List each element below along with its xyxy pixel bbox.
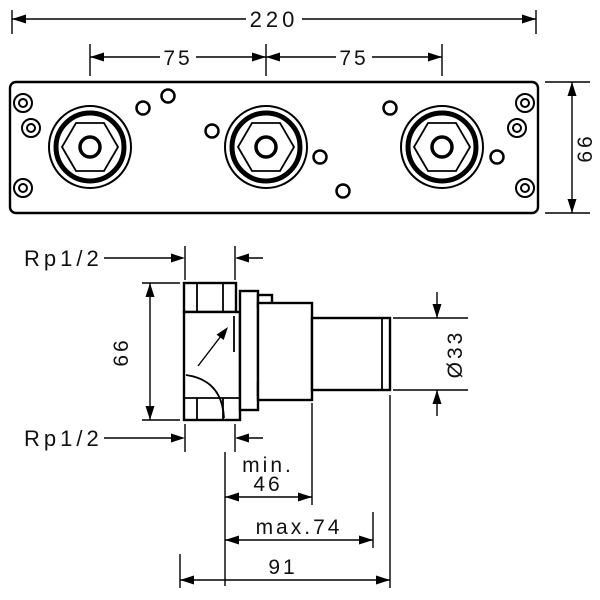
dim-depth-min: min. 46 xyxy=(224,403,313,586)
dim-pitch-right-label: 75 xyxy=(339,47,368,70)
dim-body-height-label: 66 xyxy=(110,337,133,366)
mounting-plate xyxy=(8,80,540,215)
mounting-holes-double xyxy=(13,93,535,198)
dim-total-depth: 91 xyxy=(179,395,391,588)
front-view: 220 75 75 66 xyxy=(8,7,597,215)
dim-thread-bottom-label: Rp1/2 xyxy=(24,426,103,451)
valve-body xyxy=(182,281,392,422)
port-fitting-left xyxy=(48,105,132,189)
dim-overall-width-label: 220 xyxy=(250,7,299,32)
dim-depth-max: max.74 xyxy=(225,512,374,548)
dim-depth-min-word: min. xyxy=(242,454,294,477)
dim-pitch-left-label: 75 xyxy=(163,47,192,70)
port-fitting-middle xyxy=(224,105,308,189)
dim-thread-top-label: Rp1/2 xyxy=(24,246,103,271)
side-view: Rp1/2 66 Rp1/2 Ø33 xyxy=(24,246,468,588)
flow-arrow xyxy=(197,327,228,367)
dim-pipe-diameter: Ø33 xyxy=(393,292,468,416)
dim-port-pitch: 75 75 xyxy=(89,44,443,76)
port-fitting-right xyxy=(400,105,484,189)
dim-total-depth-label: 91 xyxy=(268,556,297,579)
dim-depth-max-label: max.74 xyxy=(256,516,343,539)
dim-thread-bottom: Rp1/2 xyxy=(24,424,263,452)
dim-depth-min-value: 46 xyxy=(253,473,282,496)
dim-plate-height: 66 xyxy=(545,81,597,214)
dim-plate-height-label: 66 xyxy=(574,133,597,162)
dim-thread-top: Rp1/2 xyxy=(24,246,263,280)
mounting-holes-single xyxy=(135,88,505,199)
dim-pipe-diameter-label: Ø33 xyxy=(444,330,467,379)
dim-body-height: 66 xyxy=(110,282,180,421)
dim-overall-width: 220 xyxy=(11,7,537,34)
